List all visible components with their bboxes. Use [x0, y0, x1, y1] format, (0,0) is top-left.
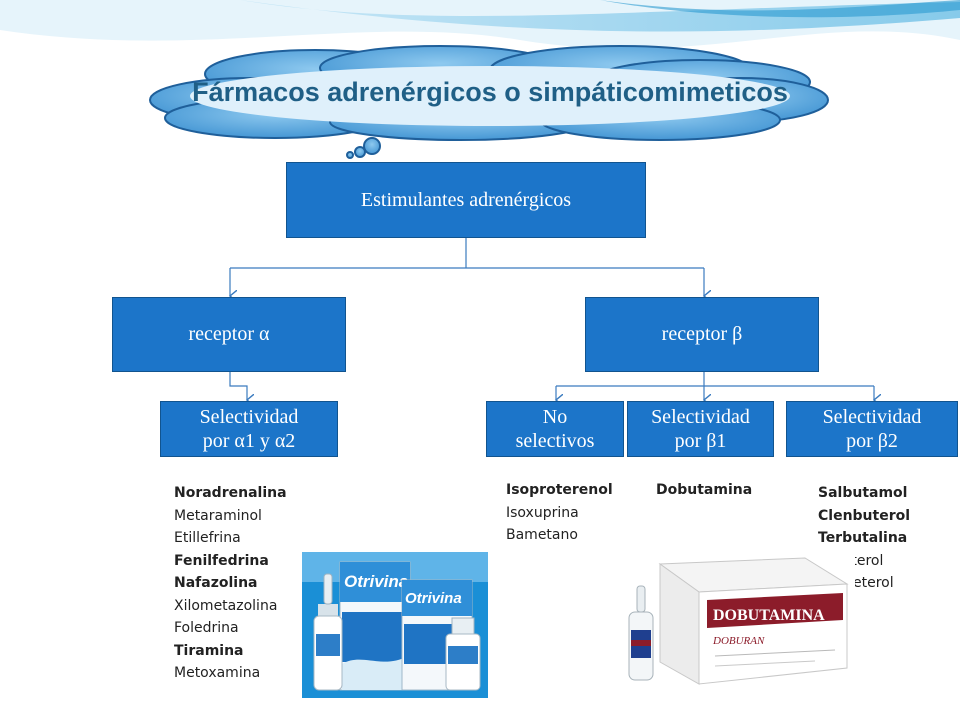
node-beta2-selectivity: Selectividad por β2: [786, 401, 958, 457]
list-item: Terbutalina: [818, 530, 908, 546]
node-non-selective: No selectivos: [486, 401, 624, 457]
list-item: Dobutamina: [656, 482, 753, 498]
list-nonselective-drugs: Isoproterenol Isoxuprina Bametano: [506, 479, 613, 547]
list-item: Clenbuterol: [818, 507, 911, 524]
list-alpha-drugs: Noradrenalina Metaraminol Etillefrina Fe…: [174, 482, 287, 685]
list-item: Etillefrina: [174, 530, 241, 546]
list-item: Metaraminol: [174, 507, 262, 524]
page-title: Fármacos adrenérgicos o simpáticomimetic…: [192, 77, 788, 107]
list-item: Xilometazolina: [174, 597, 278, 614]
list-item: Noradrenalina: [174, 485, 287, 501]
node-alpha-selectivity: Selectividad por α1 y α2: [160, 401, 338, 457]
list-beta1-drugs: Dobutamina: [656, 479, 752, 502]
list-item: Isoxuprina: [506, 504, 579, 521]
title-cloud: [149, 45, 829, 159]
background-wave: [0, 0, 960, 49]
dobutamina-brand: DOBUTAMINA: [713, 607, 825, 624]
list-item: Metoxamina: [174, 665, 261, 681]
list-item: Nafazolina: [174, 575, 258, 591]
list-item: Fenilfedrina: [174, 552, 269, 569]
list-item: Isoproterenol: [506, 482, 613, 498]
otrivina-brand-left: Otrivina: [344, 572, 408, 591]
list-item: Bametano: [506, 527, 578, 543]
otrivina-brand-right: Otrivina: [405, 590, 462, 607]
dobutamina-subbrand: DOBURAN: [712, 635, 765, 647]
list-item: Foledrina: [174, 620, 239, 636]
dobutamina-product-image: DOBUTAMINA DOBURAN: [565, 544, 855, 698]
list-item: Tiramina: [174, 642, 244, 659]
node-beta1-selectivity: Selectividad por β1: [627, 401, 774, 457]
node-receptor-beta: receptor β: [585, 297, 819, 372]
otrivina-product-image: Otrivina Otrivina: [302, 552, 488, 698]
node-root: Estimulantes adrenérgicos: [286, 162, 646, 238]
list-item: Salbutamol: [818, 485, 908, 501]
node-receptor-alpha: receptor α: [112, 297, 346, 372]
